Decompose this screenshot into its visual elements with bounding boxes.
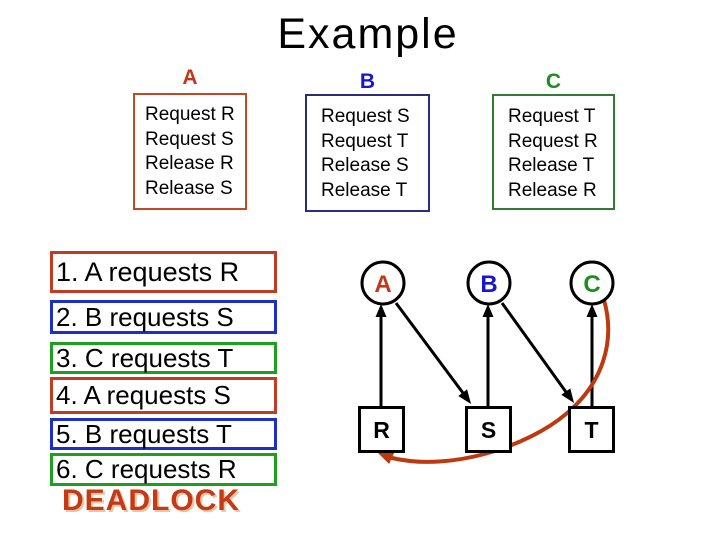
process-node-c-circle bbox=[569, 260, 615, 306]
process-b-header: B bbox=[359, 70, 376, 93]
edge-c-to-r-cycle-curve bbox=[390, 298, 611, 464]
edge-b-to-t-arrowhead bbox=[561, 388, 574, 403]
page-title: Example bbox=[277, 10, 459, 58]
resource-node-t-square bbox=[568, 406, 615, 453]
edge-c-to-r-cycle-arrowhead bbox=[377, 452, 395, 464]
process-c-trace-line: Release R bbox=[508, 179, 597, 201]
step-2-b-requests-s: 2. B requests S bbox=[50, 300, 277, 334]
step-5-b-requests-t: 5. B requests T bbox=[50, 418, 277, 450]
process-a-trace-line: Release S bbox=[145, 177, 233, 199]
edge-t-to-c-arrowhead bbox=[586, 304, 598, 317]
step-4-a-requests-s: 4. A requests S bbox=[50, 377, 277, 414]
resource-node-r-label: R bbox=[373, 417, 390, 443]
process-node-a-label: A bbox=[374, 271, 391, 298]
process-a-trace-box: Request R Request S Release R Release S bbox=[133, 93, 247, 210]
step-6-c-requests-r: 6. C requests R bbox=[50, 453, 277, 486]
edge-r-to-a-arrowhead bbox=[375, 304, 387, 317]
process-b-trace-line: Release T bbox=[321, 179, 408, 201]
process-node-b-circle bbox=[466, 260, 512, 306]
process-b-trace-line: Request T bbox=[321, 130, 409, 152]
process-b-trace-line: Release S bbox=[321, 155, 409, 176]
step-3-c-requests-t: 3. C requests T bbox=[50, 342, 277, 374]
edge-a-to-s-line bbox=[394, 302, 465, 394]
resource-node-r-square bbox=[358, 406, 405, 453]
resource-node-s-square bbox=[465, 406, 512, 453]
process-c-trace-line: Request T bbox=[508, 106, 596, 127]
process-b-trace-line: Request S bbox=[321, 106, 410, 127]
process-b-trace-box: Request S Request T Release S Release T bbox=[305, 94, 430, 212]
process-c-header: C bbox=[545, 70, 562, 93]
resource-node-t-label: T bbox=[584, 417, 598, 443]
process-c-trace-line: Release T bbox=[508, 155, 595, 176]
process-a-trace-line: Request R bbox=[145, 104, 235, 125]
deadlock-label: DEADLOCK bbox=[62, 484, 240, 517]
process-a-trace-line: Release R bbox=[145, 153, 234, 174]
step-1-a-requests-r: 1. A requests R bbox=[50, 251, 277, 293]
process-node-c-label: C bbox=[583, 271, 600, 298]
process-a-header: A bbox=[182, 66, 198, 89]
edge-a-to-s-arrowhead bbox=[458, 389, 471, 404]
process-node-a-circle bbox=[360, 260, 406, 306]
process-c-trace-box: Request T Request R Release T Release R bbox=[492, 94, 615, 210]
process-node-b-label: B bbox=[480, 271, 497, 298]
resource-node-s-label: S bbox=[481, 417, 496, 443]
edge-b-to-t-line bbox=[500, 302, 568, 393]
process-c-trace-line: Request R bbox=[508, 130, 598, 152]
edge-s-to-b-arrowhead bbox=[482, 304, 494, 317]
process-a-trace-line: Request S bbox=[145, 128, 234, 150]
